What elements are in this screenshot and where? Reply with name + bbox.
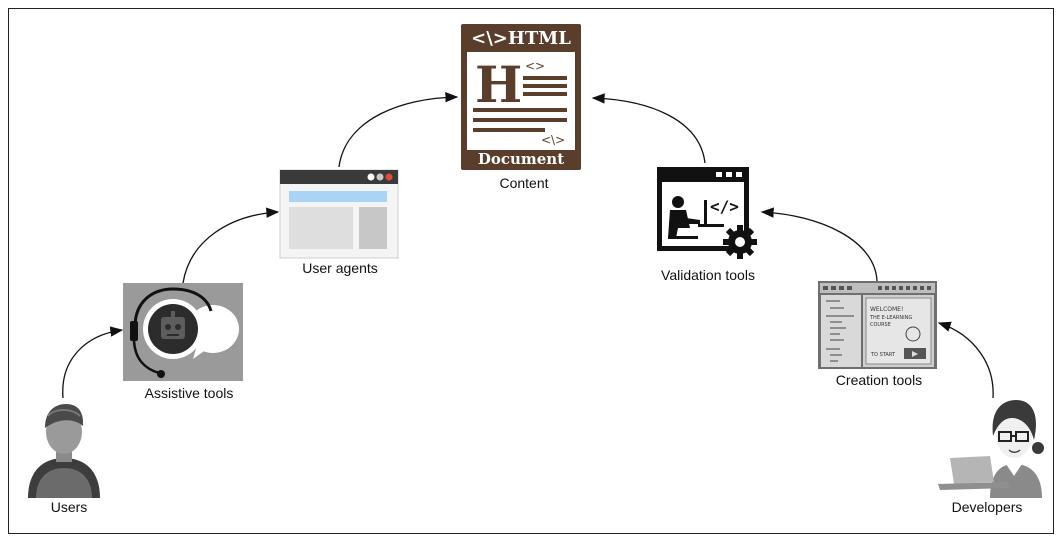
arrow-assistive-to-useragents	[182, 207, 280, 284]
user-avatar-icon	[14, 398, 115, 498]
doc-big-letter: H	[475, 55, 522, 114]
arrow-useragents-to-content	[338, 92, 459, 168]
arrow-users-to-assistive	[62, 326, 124, 399]
svg-text:</>: </>	[710, 197, 739, 216]
html-document-icon: <\>HTML H <> <\> Document	[461, 24, 581, 170]
label-creation-tools: Creation tools	[835, 372, 923, 388]
label-validation-tools: Validation tools	[661, 267, 755, 283]
creation-line1: WELCOME!	[870, 306, 903, 313]
label-users: Users	[50, 499, 88, 515]
creation-tools-icon: WELCOME! THE E-LEARNING COURSE TO START	[818, 281, 937, 369]
validation-tools-icon: </>	[650, 164, 760, 262]
doc-header-text: <\>HTML	[471, 28, 571, 49]
creation-line2: THE E-LEARNING	[869, 315, 912, 321]
doc-tag-bottom: <\>	[541, 133, 565, 147]
arrow-creation-to-validation	[760, 207, 878, 282]
assistive-robot-icon	[123, 283, 243, 381]
label-content: Content	[499, 175, 549, 191]
developer-avatar-icon	[938, 390, 1054, 498]
label-developers: Developers	[951, 499, 1023, 515]
doc-footer-text: Document	[478, 150, 564, 168]
arrow-developers-to-creation	[937, 321, 994, 399]
arrow-validation-to-content	[591, 93, 706, 164]
label-assistive-tools: Assistive tools	[144, 385, 234, 401]
label-user-agents: User agents	[302, 260, 378, 276]
doc-tag-small: <>	[525, 59, 545, 73]
creation-line3: COURSE	[870, 322, 891, 328]
browser-window-icon	[279, 169, 399, 259]
creation-start-text: TO START	[870, 352, 896, 358]
